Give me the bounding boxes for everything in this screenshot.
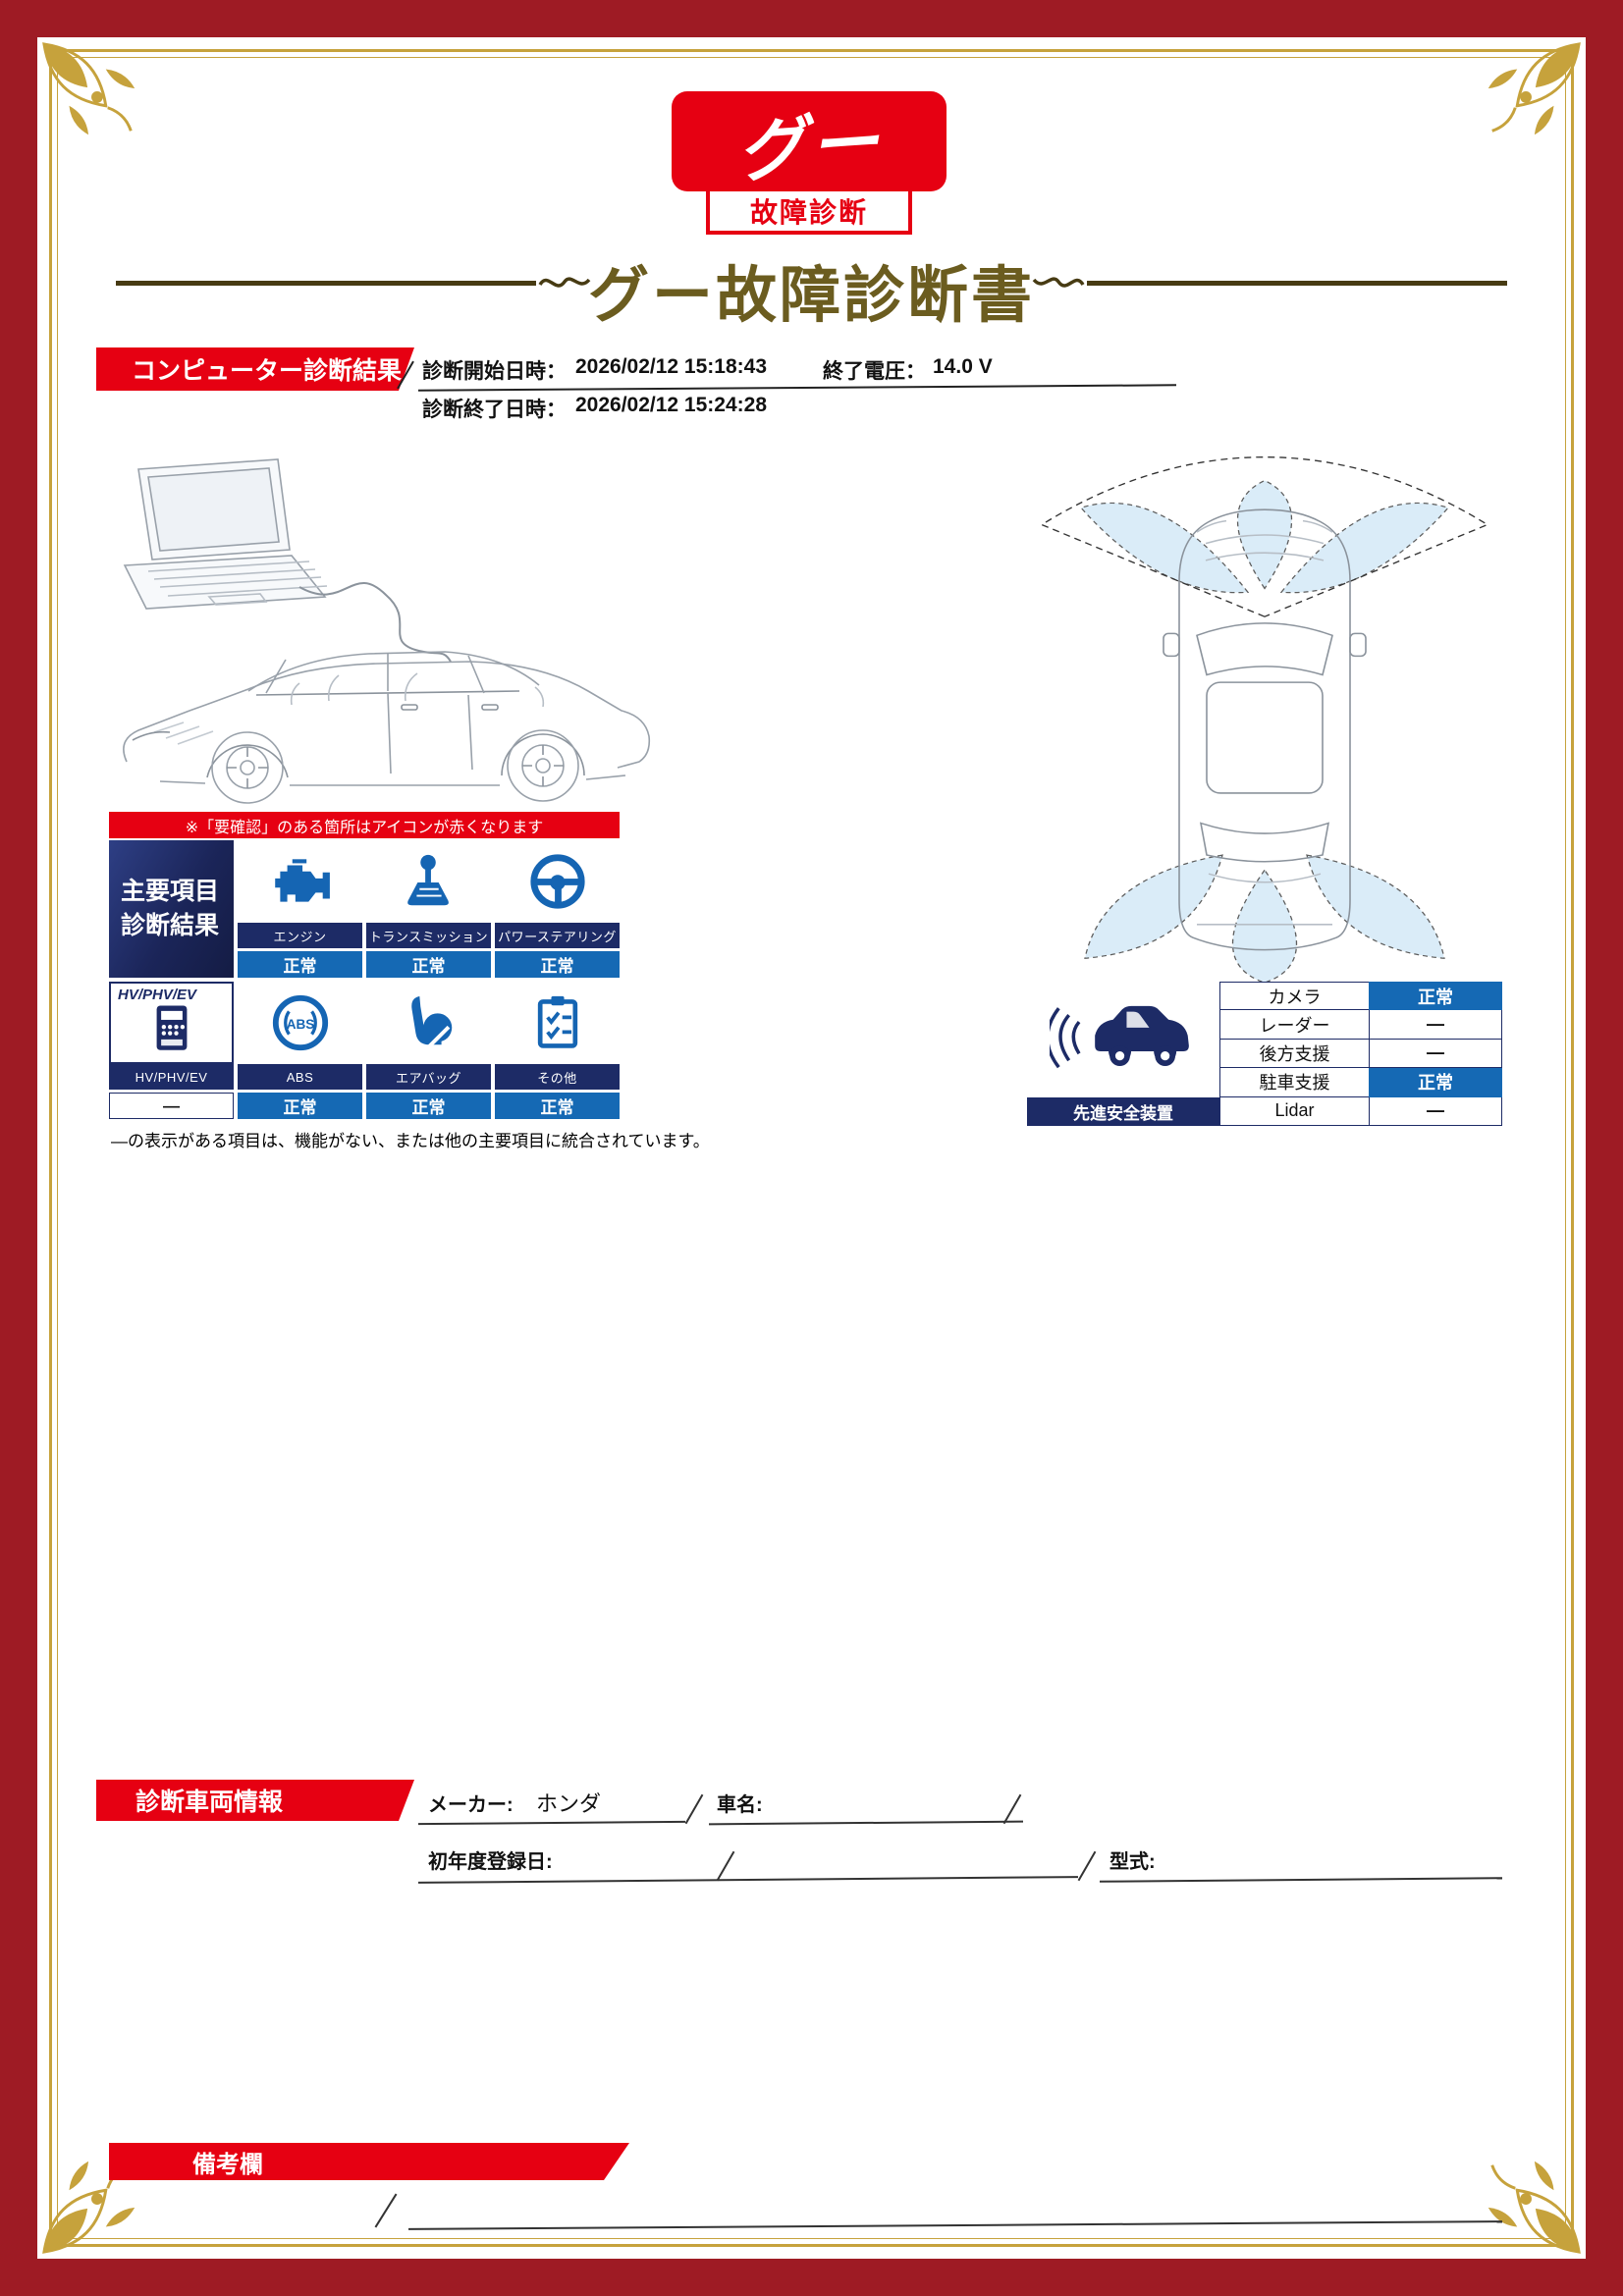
safety-row-status: ― xyxy=(1369,1096,1502,1126)
corner-ornament-icon xyxy=(40,40,146,146)
svg-text:ABS: ABS xyxy=(286,1017,314,1032)
diagnosis-start-value: 2026/02/12 15:18:43 xyxy=(575,355,767,378)
diagnostic-tile-transmission: トランスミッション 正常 xyxy=(366,840,491,978)
safety-row-label: Lidar xyxy=(1219,1096,1369,1126)
tile-label: エンジン xyxy=(238,923,362,948)
remarks-line-slash xyxy=(374,2193,398,2228)
end-voltage-label: 終了電圧： xyxy=(823,360,926,383)
remarks-banner: 備考欄 xyxy=(109,2143,629,2180)
rear-left-sensor-zone xyxy=(1084,854,1223,959)
safety-row-camera: カメラ 正常 xyxy=(1219,982,1502,1011)
vehicle-info-banner: 診断車両情報 xyxy=(96,1780,414,1821)
page-title: グー故障診断書 xyxy=(587,262,1035,330)
safety-row-label: 後方支援 xyxy=(1219,1039,1369,1069)
tile-status: 正常 xyxy=(495,1093,620,1119)
diagnostic-tile-other: その他 正常 xyxy=(495,982,620,1119)
engine-icon xyxy=(238,840,362,923)
diagnosis-divider-line xyxy=(418,384,1176,392)
checklist-icon xyxy=(495,982,620,1064)
corner-ornament-icon xyxy=(1477,2150,1583,2256)
diagnosis-start-label: 診断開始日時： xyxy=(422,360,567,383)
tile-label: HV/PHV/EV xyxy=(109,1064,234,1090)
report-page: グー 故障診断 グー故障診断書 コンピューター診断結果 診断開始日時： 2026… xyxy=(37,37,1586,2259)
goo-logo-caption-text: 故障診断 xyxy=(749,197,868,228)
tile-label: ABS xyxy=(238,1064,362,1090)
tile-status: 正常 xyxy=(238,951,362,978)
computer-diagnosis-banner: コンピューター診断結果 xyxy=(96,347,414,391)
safety-row-lidar: Lidar ― xyxy=(1219,1096,1502,1126)
corner-ornament-icon xyxy=(1477,40,1583,146)
attention-notice: ※「要確認」のある箇所はアイコンが赤くなります xyxy=(109,812,620,838)
tile-status: 正常 xyxy=(366,951,491,978)
sensor-coverage-illustration xyxy=(1040,455,1489,984)
diagnostic-tile-abs: ABS ABS 正常 xyxy=(238,982,362,1119)
model-code-label: 型式: xyxy=(1109,1851,1156,1873)
tile-status: 正常 xyxy=(238,1093,362,1119)
safety-row-status: 正常 xyxy=(1369,982,1502,1011)
tile-status: ― xyxy=(109,1093,234,1119)
grid-footnote: ―の表示がある項目は、機能がない、または他の主要項目に統合されています。 xyxy=(111,1132,710,1150)
title-rule-left xyxy=(116,281,536,286)
title-rule-right xyxy=(1087,281,1507,286)
title-flourish-icon xyxy=(538,277,591,288)
transmission-icon xyxy=(366,840,491,923)
tile-label: その他 xyxy=(495,1064,620,1090)
safety-row-rear-support: 後方支援 ― xyxy=(1219,1039,1502,1069)
front-left-sensor-zone xyxy=(1079,502,1250,594)
safety-row-status: 正常 xyxy=(1369,1068,1502,1097)
goo-logo-mark: グー xyxy=(733,103,885,190)
diagnostic-tile-airbag: エアバッグ 正常 xyxy=(366,982,491,1119)
safety-row-status: ― xyxy=(1369,1039,1502,1069)
end-voltage-value: 14.0 V xyxy=(933,355,993,378)
field-divider-slash xyxy=(716,1850,735,1882)
safety-row-parking-support: 駐車支援 正常 xyxy=(1219,1068,1502,1097)
hv-tile-title: HV/PHV/EV xyxy=(118,987,197,1003)
airbag-icon xyxy=(366,982,491,1064)
maker-field-line xyxy=(417,1820,686,1826)
tile-label: エアバッグ xyxy=(366,1064,491,1090)
diagnostic-tile-power-steering: パワーステアリング 正常 xyxy=(495,840,620,978)
field-divider-slash xyxy=(1077,1850,1097,1882)
maker-label: メーカー: xyxy=(428,1794,514,1816)
steering-wheel-icon xyxy=(495,840,620,923)
tile-status: 正常 xyxy=(495,951,620,978)
tile-status: 正常 xyxy=(366,1093,491,1119)
safety-row-radar: レーダー ― xyxy=(1219,1010,1502,1040)
model-field-line xyxy=(1099,1877,1503,1883)
front-sensor-fan-outline xyxy=(1040,455,1489,617)
safety-row-label: 駐車支援 xyxy=(1219,1068,1369,1097)
diagnosis-end-label: 診断終了日時： xyxy=(422,399,567,421)
diagnostic-tile-engine: エンジン 正常 xyxy=(238,840,362,978)
remarks-writing-line xyxy=(408,2220,1502,2230)
main-grid-header: 主要項目 診断結果 xyxy=(109,840,234,978)
ev-charger-icon xyxy=(143,1003,200,1059)
safety-row-label: カメラ xyxy=(1219,982,1369,1011)
car-name-label: 車名: xyxy=(717,1794,763,1816)
main-diagnosis-grid: 主要項目 診断結果 エンジン 正常 xyxy=(109,840,620,1123)
front-right-sensor-zone xyxy=(1279,502,1450,594)
car-name-field-line xyxy=(708,1820,1024,1826)
registration-field-line xyxy=(418,1876,1078,1884)
abs-icon: ABS xyxy=(238,982,362,1064)
first-registration-label: 初年度登録日: xyxy=(428,1851,553,1873)
diagnosis-end-value: 2026/02/12 15:24:28 xyxy=(575,394,767,416)
field-divider-slash xyxy=(684,1793,704,1825)
car-safety-icon xyxy=(1027,982,1219,1097)
advanced-safety-table: 先進安全装置 カメラ 正常 レーダー ― 後方支援 ― 駐車支援 正常 Lida… xyxy=(1027,982,1502,1126)
tile-label: トランスミッション xyxy=(366,923,491,948)
tile-label: パワーステアリング xyxy=(495,923,620,948)
car-diagnostic-illustration xyxy=(123,458,651,804)
diagnostic-tile-hv-phv-ev: HV/PHV/EV HV/PHV/EV ― xyxy=(109,982,234,1119)
rear-center-sensor-zone xyxy=(1232,869,1297,984)
maker-value: ホンダ xyxy=(536,1791,602,1816)
safety-row-status: ― xyxy=(1369,1010,1502,1040)
goo-logo-caption: 故障診断 xyxy=(706,187,912,235)
title-flourish-icon xyxy=(1032,277,1085,288)
safety-row-label: レーダー xyxy=(1219,1010,1369,1040)
goo-logo: グー xyxy=(672,91,947,191)
rear-right-sensor-zone xyxy=(1306,854,1445,959)
safety-table-header: 先進安全装置 xyxy=(1027,1097,1219,1126)
